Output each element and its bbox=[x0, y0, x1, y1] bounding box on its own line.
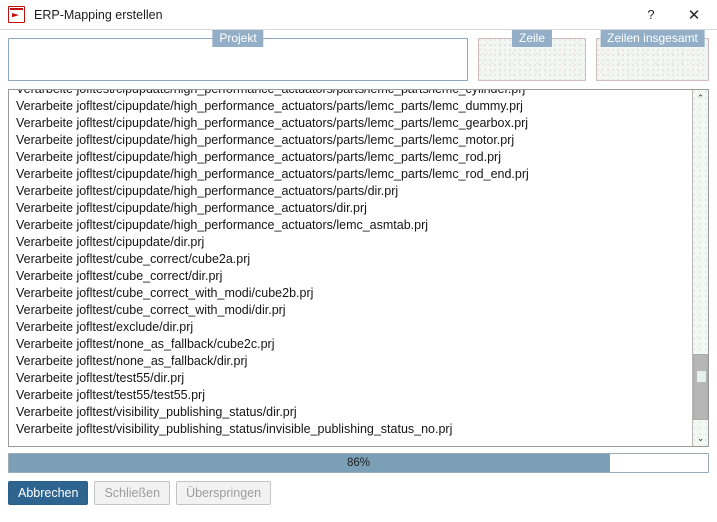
scrollbar-thumb[interactable] bbox=[693, 354, 708, 420]
window-titlebar: ERP-Mapping erstellen ? ✕ bbox=[0, 0, 717, 30]
zeile-field-label: Zeile bbox=[511, 30, 553, 47]
dialog-button-row: Abbrechen Schließen Überspringen bbox=[8, 481, 709, 505]
projekt-field-label: Projekt bbox=[212, 30, 264, 47]
projekt-field[interactable]: Projekt bbox=[8, 30, 468, 81]
log-line[interactable]: Verarbeite jofltest/cube_correct/cube2a.… bbox=[16, 252, 251, 266]
progress-bar-label: 86% bbox=[346, 457, 371, 469]
log-line[interactable]: Verarbeite jofltest/test55/dir.prj bbox=[16, 371, 185, 385]
zeilen-insgesamt-field[interactable]: Zeilen insgesamt bbox=[596, 30, 709, 81]
log-line[interactable]: Verarbeite jofltest/cipupdate/high_perfo… bbox=[16, 133, 515, 147]
log-list-viewport[interactable]: Verarbeite jofltest/cipupdate/high_perfo… bbox=[9, 90, 692, 446]
log-line[interactable]: Verarbeite jofltest/cipupdate/high_perfo… bbox=[16, 167, 529, 181]
log-line[interactable]: Verarbeite jofltest/cube_correct_with_mo… bbox=[16, 286, 314, 300]
scroll-down-icon[interactable]: ⌄ bbox=[696, 432, 705, 443]
log-line[interactable]: Verarbeite jofltest/none_as_fallback/cub… bbox=[16, 337, 275, 351]
log-line[interactable]: Verarbeite jofltest/cube_correct_with_mo… bbox=[16, 303, 286, 317]
log-listbox[interactable]: Verarbeite jofltest/cipupdate/high_perfo… bbox=[8, 89, 709, 447]
scroll-up-icon[interactable]: ⌃ bbox=[696, 92, 705, 103]
fields-row: Projekt Zeile Zeilen insgesamt bbox=[0, 30, 717, 86]
log-line[interactable]: Verarbeite jofltest/cipupdate/high_perfo… bbox=[16, 184, 399, 198]
log-line[interactable]: Verarbeite jofltest/test55/test55.prj bbox=[16, 388, 205, 402]
cancel-button[interactable]: Abbrechen bbox=[8, 481, 89, 505]
close-button: Schließen bbox=[94, 481, 171, 505]
log-line[interactable]: Verarbeite jofltest/cipupdate/high_perfo… bbox=[16, 218, 429, 232]
log-scrollbar[interactable]: ⌃ ⌄ bbox=[692, 90, 708, 446]
log-line[interactable]: Verarbeite jofltest/cipupdate/high_perfo… bbox=[16, 99, 523, 113]
log-line[interactable]: Verarbeite jofltest/cipupdate/high_perfo… bbox=[9, 90, 692, 98]
skip-button: Überspringen bbox=[176, 481, 272, 505]
log-line[interactable]: Verarbeite jofltest/none_as_fallback/dir… bbox=[16, 354, 248, 368]
log-line[interactable]: Verarbeite jofltest/cipupdate/high_perfo… bbox=[16, 116, 529, 130]
help-icon[interactable]: ? bbox=[647, 7, 655, 22]
window-title: ERP-Mapping erstellen bbox=[34, 7, 163, 22]
close-icon[interactable]: ✕ bbox=[687, 6, 701, 24]
progress-bar-fill bbox=[9, 454, 611, 472]
log-line[interactable]: Verarbeite jofltest/cube_correct/dir.prj bbox=[16, 269, 223, 283]
log-line[interactable]: Verarbeite jofltest/exclude/dir.prj bbox=[16, 320, 194, 334]
log-line[interactable]: Verarbeite jofltest/cipupdate/high_perfo… bbox=[16, 150, 501, 164]
zeile-field[interactable]: Zeile bbox=[478, 30, 586, 81]
zeilen-insgesamt-field-label: Zeilen insgesamt bbox=[600, 30, 705, 47]
log-list-content: Verarbeite jofltest/cipupdate/high_perfo… bbox=[9, 90, 692, 438]
log-line[interactable]: Verarbeite jofltest/visibility_publishin… bbox=[16, 405, 297, 419]
log-line[interactable]: Verarbeite jofltest/visibility_publishin… bbox=[16, 422, 453, 436]
progress-bar: 86% bbox=[8, 453, 709, 473]
log-line[interactable]: Verarbeite jofltest/cipupdate/high_perfo… bbox=[16, 201, 367, 215]
log-line[interactable]: Verarbeite jofltest/cipupdate/dir.prj bbox=[16, 235, 205, 249]
erp-app-icon bbox=[8, 6, 25, 23]
